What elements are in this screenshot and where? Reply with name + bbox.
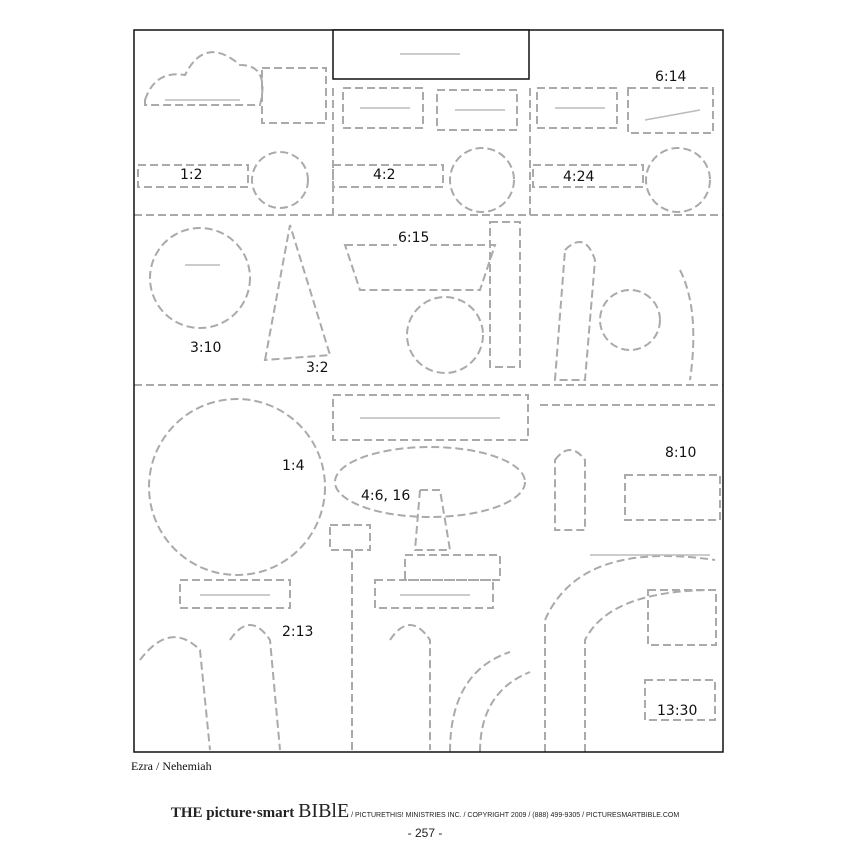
verse-ref: 3:2 bbox=[305, 360, 330, 376]
page-number: - 257 - bbox=[407, 826, 443, 840]
verse-ref: 3:10 bbox=[189, 340, 223, 356]
verse-ref: 6:14 bbox=[654, 69, 688, 85]
verse-ref: 13:30 bbox=[656, 703, 699, 719]
brand-logo: THE picture·smart BIBlE bbox=[170, 800, 350, 822]
verse-ref: 4:2 bbox=[372, 167, 397, 183]
verse-ref: 4:6, 16 bbox=[360, 488, 412, 504]
footer: THE picture·smart BIBlE / PICTURETHIS! M… bbox=[0, 800, 850, 823]
footer-info: / PICTURETHIS! MINISTRIES INC. / COPYRIG… bbox=[349, 812, 680, 819]
verse-ref: 1:2 bbox=[179, 167, 204, 183]
verse-ref: 1:4 bbox=[281, 458, 306, 474]
verse-ref: 4:24 bbox=[562, 169, 596, 185]
verse-ref: 2:13 bbox=[281, 624, 315, 640]
verse-ref: 8:10 bbox=[664, 445, 698, 461]
book-caption: Ezra / Nehemiah bbox=[131, 759, 212, 773]
verse-ref: 6:15 bbox=[397, 230, 431, 246]
